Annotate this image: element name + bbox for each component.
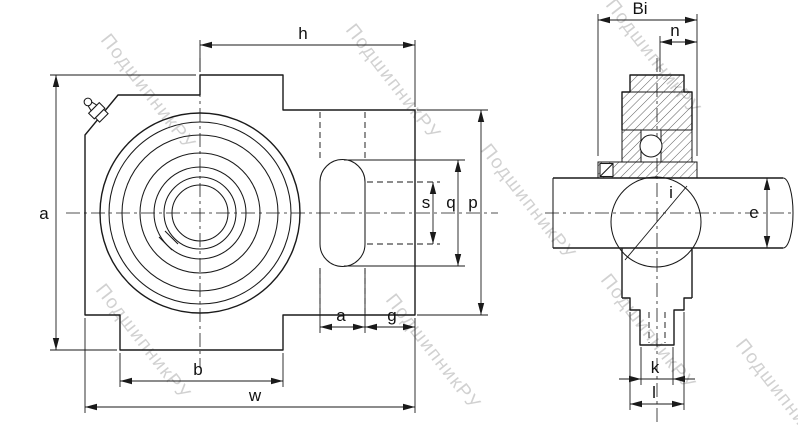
dim-label-Bi: Bi [632,0,647,18]
front-view: h a s q p [39,24,498,413]
bearing-circles [99,112,301,314]
dimension-s: s [422,182,437,244]
housing-lower-outline [621,248,693,346]
dimension-b: b [119,353,284,387]
dim-label-i: i [669,183,673,202]
dim-label-s: s [422,193,431,212]
dim-label-a-height: a [39,204,49,223]
dim-label-g: g [387,306,396,325]
dim-label-h: h [298,24,307,43]
dimension-Bi: Bi [597,0,698,156]
dimension-w: w [84,318,415,413]
ball-icon [639,134,663,158]
shaft [552,177,794,249]
sphere-seat-circle [610,176,702,268]
slot-hidden-lines [319,112,440,313]
housing-cap-section [621,74,693,131]
side-view: i Bi n e [545,0,795,425]
guide-slot [319,158,366,268]
dimension-l: l [629,312,685,410]
dimension-i: i [624,183,688,261]
dim-label-b: b [193,360,202,379]
dim-label-l: l [652,383,656,402]
set-screw-marks [158,230,179,251]
dim-label-e: e [749,203,758,222]
dim-label-n: n [670,21,679,40]
watermark-text: ПодшипникРУ [91,280,195,404]
watermark-text: ПодшипникРУ [476,140,580,264]
bearing-section [597,129,698,179]
dimension-q: q [344,159,465,267]
dimension-e: e [749,178,771,248]
dim-label-k: k [651,358,660,377]
dimension-h: h [199,24,416,107]
dim-label-p: p [468,193,477,212]
dimension-a-slot-and-g: a g [319,270,416,413]
watermark-text: ПодшипникРУ [96,30,200,154]
watermark-text: ПодшипникРУ [731,335,798,446]
dimension-a-height: a [39,74,196,351]
dimension-p: p [417,109,488,316]
watermark-text: ПодшипникРУ [341,20,445,144]
dim-label-w: w [248,386,262,405]
dimension-n: n [659,21,697,72]
dim-label-a-slot: a [336,306,346,325]
housing-outline [84,74,416,351]
grease-fitting-icon [83,97,109,123]
dim-label-q: q [446,193,455,212]
